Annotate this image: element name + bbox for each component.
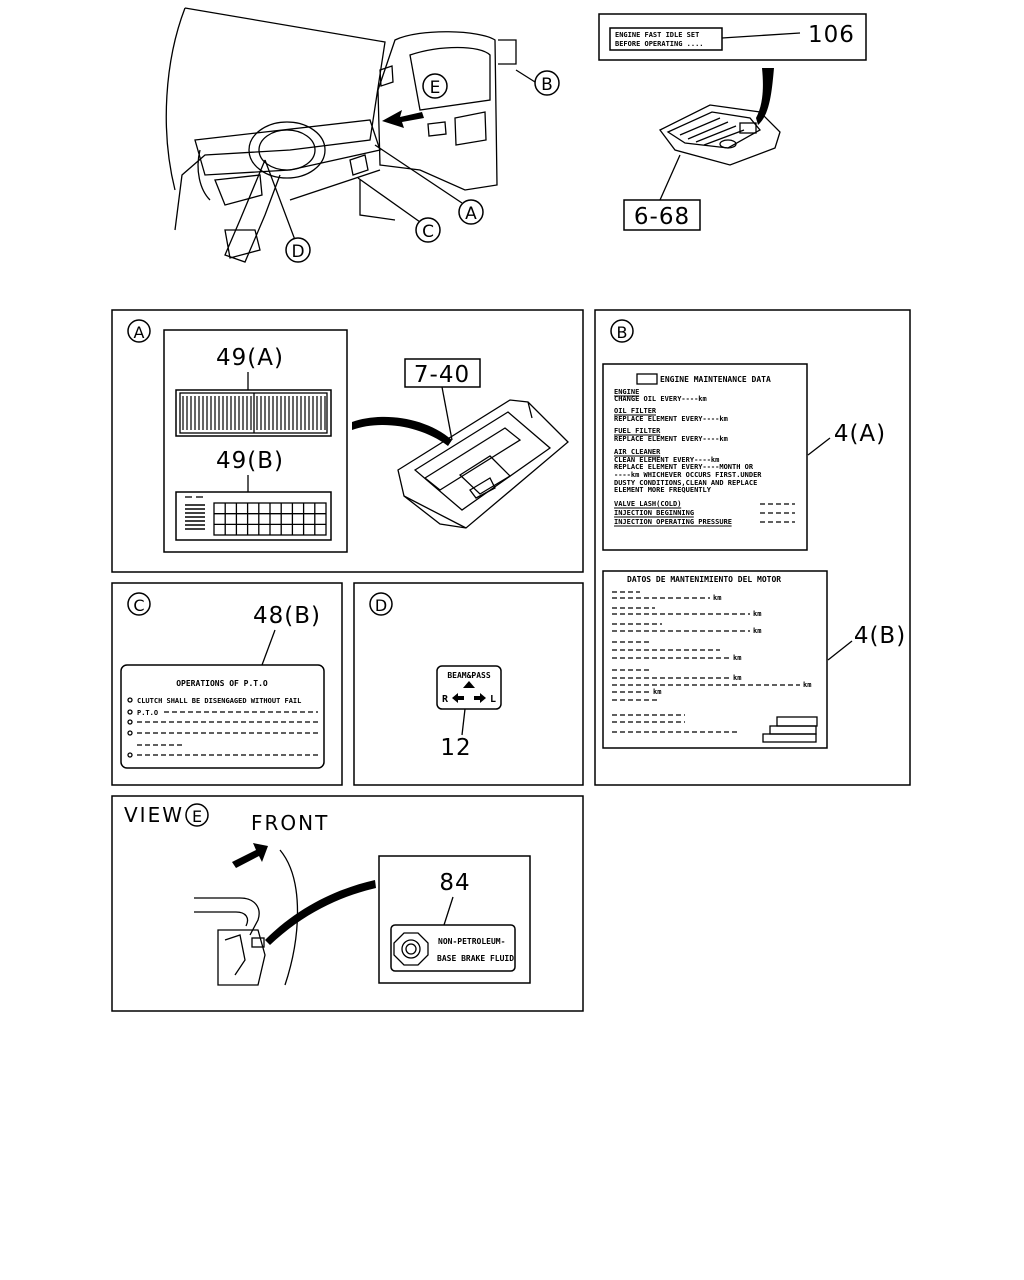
panel-c-marker: C xyxy=(127,592,151,616)
label-48b xyxy=(120,664,325,769)
svg-text:L: L xyxy=(490,694,496,705)
callout-4a: 4(A) xyxy=(834,421,886,447)
svg-text:CLUTCH SHALL BE DISENGAGED WIT: CLUTCH SHALL BE DISENGAGED WITHOUT FAIL xyxy=(137,697,301,705)
label-48b-title: OPERATIONS OF P.T.O xyxy=(176,679,268,688)
label-4a-line: ELEMENT MORE FREQUENTLY xyxy=(614,486,712,494)
label-4b-unit: km xyxy=(733,654,741,662)
callout-49a: 49(A) xyxy=(216,345,284,371)
label-4b-unit: km xyxy=(713,594,721,602)
panel-d-marker: D xyxy=(369,592,393,616)
callout-106: 106 xyxy=(808,22,855,48)
label-4b xyxy=(602,570,828,749)
svg-text:A: A xyxy=(134,323,145,342)
cab-interior-illustration xyxy=(165,7,517,263)
label-4a-line: ----km WHICHEVER OCCURS FIRST.UNDER xyxy=(614,471,762,479)
label-4a-line: FUEL FILTER xyxy=(614,427,661,435)
label-4a-line: VALVE LASH(COLD) xyxy=(614,500,681,508)
label-4a-title: ENGINE MAINTENANCE DATA xyxy=(660,375,771,384)
label-4b-unit: km xyxy=(753,627,761,635)
label-4a-line: DUSTY CONDITIONS,CLEAN AND REPLACE xyxy=(614,479,757,487)
label-84 xyxy=(390,924,516,972)
svg-text:BEFORE OPERATING ....: BEFORE OPERATING .... xyxy=(615,40,704,48)
callout-49b: 49(B) xyxy=(216,448,284,474)
label-4a-line: REPLACE ELEMENT EVERY----km xyxy=(614,415,728,423)
front-arrow-icon xyxy=(232,843,268,868)
label-4a-line: REPLACE ELEMENT EVERY----km xyxy=(614,435,728,443)
label-4a xyxy=(602,363,808,551)
marker-e-top: E xyxy=(422,73,448,99)
svg-text:D: D xyxy=(375,596,387,615)
dome-lamp-illustration xyxy=(659,104,781,166)
label-4b-unit: km xyxy=(653,688,661,696)
svg-text:P.T.O: P.T.O xyxy=(137,709,158,717)
view-e-label: VIEW xyxy=(124,803,184,827)
marker-d-top: D xyxy=(285,237,311,263)
svg-text:E: E xyxy=(192,807,202,826)
view-e-front: FRONT xyxy=(251,811,329,835)
callout-7-40-box xyxy=(404,358,481,388)
view-e-marker: E xyxy=(185,803,209,827)
callout-6-68: 6-68 xyxy=(634,204,690,230)
marker-b-top: B xyxy=(534,70,560,96)
label-49a-grid xyxy=(175,389,332,437)
callout-4b: 4(B) xyxy=(854,623,906,649)
label-4a-line: CHANGE OIL EVERY----km xyxy=(614,395,707,403)
svg-text:ENGINE FAST IDLE SET: ENGINE FAST IDLE SET xyxy=(615,31,699,39)
label-4a-line: OIL FILTER xyxy=(614,407,657,415)
label-4a-line: ENGINE xyxy=(614,388,639,396)
callout-48b: 48(B) xyxy=(253,603,321,629)
marker-c-top: C xyxy=(415,217,441,243)
svg-text:R: R xyxy=(442,694,449,705)
label-4b-title: DATOS DE MANTENIMIENTO DEL MOTOR xyxy=(627,575,781,584)
svg-text:A: A xyxy=(465,204,477,224)
svg-text:E: E xyxy=(430,78,441,98)
glovebox-illustration xyxy=(397,399,569,529)
label-4a-line: REPLACE ELEMENT EVERY----MONTH OR xyxy=(614,463,754,471)
label-4a-line: AIR CLEANER xyxy=(614,448,661,456)
callout-84: 84 xyxy=(439,870,470,896)
label-4b-unit: km xyxy=(753,610,761,618)
marker-a-top: A xyxy=(458,199,484,225)
callout-7-40: 7-40 xyxy=(414,362,470,388)
callout-12: 12 xyxy=(440,735,471,761)
label-4b-unit: km xyxy=(733,674,741,682)
label-49b-table xyxy=(175,491,332,541)
panel-a-marker: A xyxy=(127,319,151,343)
svg-text:NON-PETROLEUM-: NON-PETROLEUM- xyxy=(438,937,505,946)
label-4a-line: INJECTION BEGINNING xyxy=(614,509,694,517)
label-4b-unit: km xyxy=(803,681,811,689)
svg-text:C: C xyxy=(422,222,434,242)
door-pillar-illustration xyxy=(194,849,299,986)
panel-b-marker: B xyxy=(610,319,634,343)
svg-text:B: B xyxy=(541,75,553,95)
label-106-sticker xyxy=(609,27,723,51)
callout-6-68-box xyxy=(623,199,701,231)
svg-text:B: B xyxy=(617,323,628,342)
svg-text:BASE BRAKE FLUID: BASE BRAKE FLUID xyxy=(437,954,514,963)
label-4a-line: CLEAN ELEMENT EVERY----km xyxy=(614,456,719,464)
svg-text:D: D xyxy=(291,242,304,262)
svg-text:C: C xyxy=(133,596,144,615)
svg-text:BEAM&PASS: BEAM&PASS xyxy=(447,671,491,680)
label-4a-line: INJECTION OPERATING PRESSURE xyxy=(614,518,732,526)
